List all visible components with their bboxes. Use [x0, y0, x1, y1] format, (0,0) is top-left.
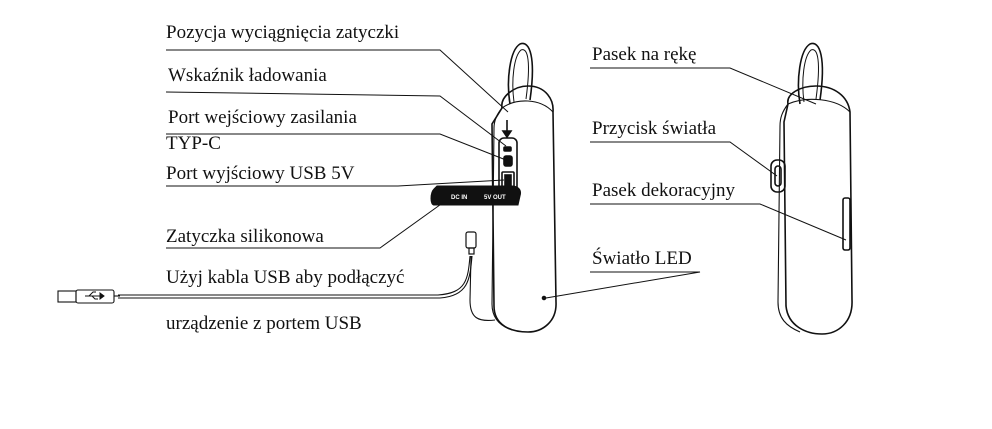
label-led-light: Światło LED [592, 248, 692, 269]
dc-out-marking: 5V OUT [484, 195, 506, 201]
label-decor-strip: Pasek dekoracyjny [592, 180, 735, 201]
label-hand-strap: Pasek na rękę [592, 44, 697, 65]
type-c-connector [465, 231, 477, 255]
label-input-port: Port wejściowy zasilania [168, 107, 357, 128]
label-light-button: Przycisk światła [592, 118, 717, 139]
label-silicone-plug: Zatyczka silikonowa [166, 226, 324, 247]
type-c-port [503, 155, 513, 167]
label-plug-position: Pozycja wyciągnięcia zatyczki [166, 22, 400, 43]
label-charging-indicator: Wskaźnik ładowania [168, 65, 327, 86]
silicone-plug: DC IN 5V OUT [430, 185, 521, 206]
label-usb-output: Port wyjściowy USB 5V [166, 163, 355, 184]
usb-plug [57, 290, 77, 303]
left-device-body [491, 85, 557, 333]
right-hand-strap [797, 42, 824, 105]
left-led-dot [541, 295, 547, 301]
usb-cable [57, 255, 473, 304]
decorative-strip [842, 197, 851, 251]
dc-in-marking: DC IN [451, 195, 467, 201]
right-device [770, 42, 853, 335]
usb-symbol-icon [85, 291, 105, 300]
label-cable-line2: urządzenie z portem USB [166, 313, 362, 334]
left-hand-strap [507, 42, 534, 105]
charging-indicator [503, 146, 512, 152]
light-button [770, 159, 786, 193]
label-input-port-type: TYP-C [166, 133, 221, 154]
label-cable-line1: Użyj kabla USB aby podłączyć [166, 267, 405, 288]
right-device-body [783, 85, 853, 335]
leader-lines [165, 49, 847, 299]
